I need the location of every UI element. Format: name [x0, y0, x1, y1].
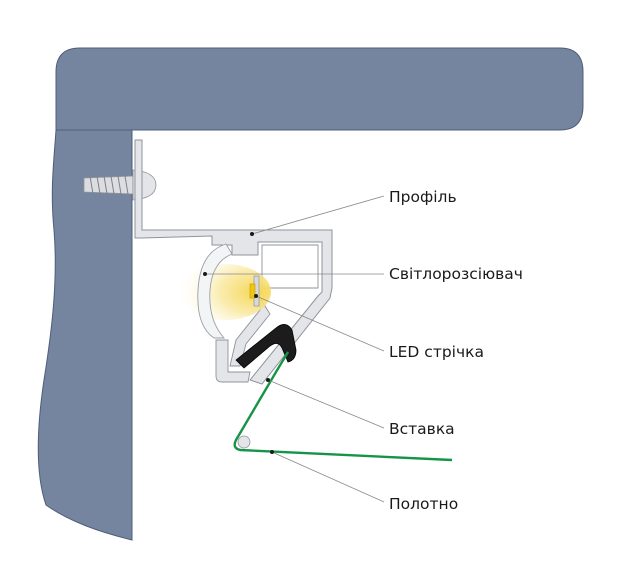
canvas [233, 351, 453, 462]
profile-lower-arm [229, 296, 271, 367]
profile-foot [215, 339, 251, 383]
canvas-hook [237, 435, 251, 449]
leader-canvas [271, 451, 385, 503]
dot-insert [266, 378, 270, 382]
profile-channel [261, 244, 319, 289]
label-diffuser: Світлорозсіювач [389, 265, 523, 283]
label-profile: Профіль [389, 188, 457, 206]
ceiling-slab [55, 47, 584, 131]
wall [37, 129, 133, 541]
dot-diffuser [203, 272, 207, 276]
label-led-strip: LED стрічка [389, 343, 484, 361]
leader-profile [251, 195, 385, 235]
dot-led-strip [254, 294, 258, 298]
label-canvas: Полотно [389, 495, 458, 513]
leader-insert [267, 379, 385, 429]
diffuser [197, 243, 233, 339]
aluminium-profile [134, 139, 333, 385]
insert [235, 324, 297, 369]
label-insert: Вставка [389, 420, 455, 438]
leader-led-strip [255, 295, 385, 352]
dot-profile [250, 232, 254, 236]
dot-canvas [270, 450, 274, 454]
led-chip [249, 283, 256, 299]
